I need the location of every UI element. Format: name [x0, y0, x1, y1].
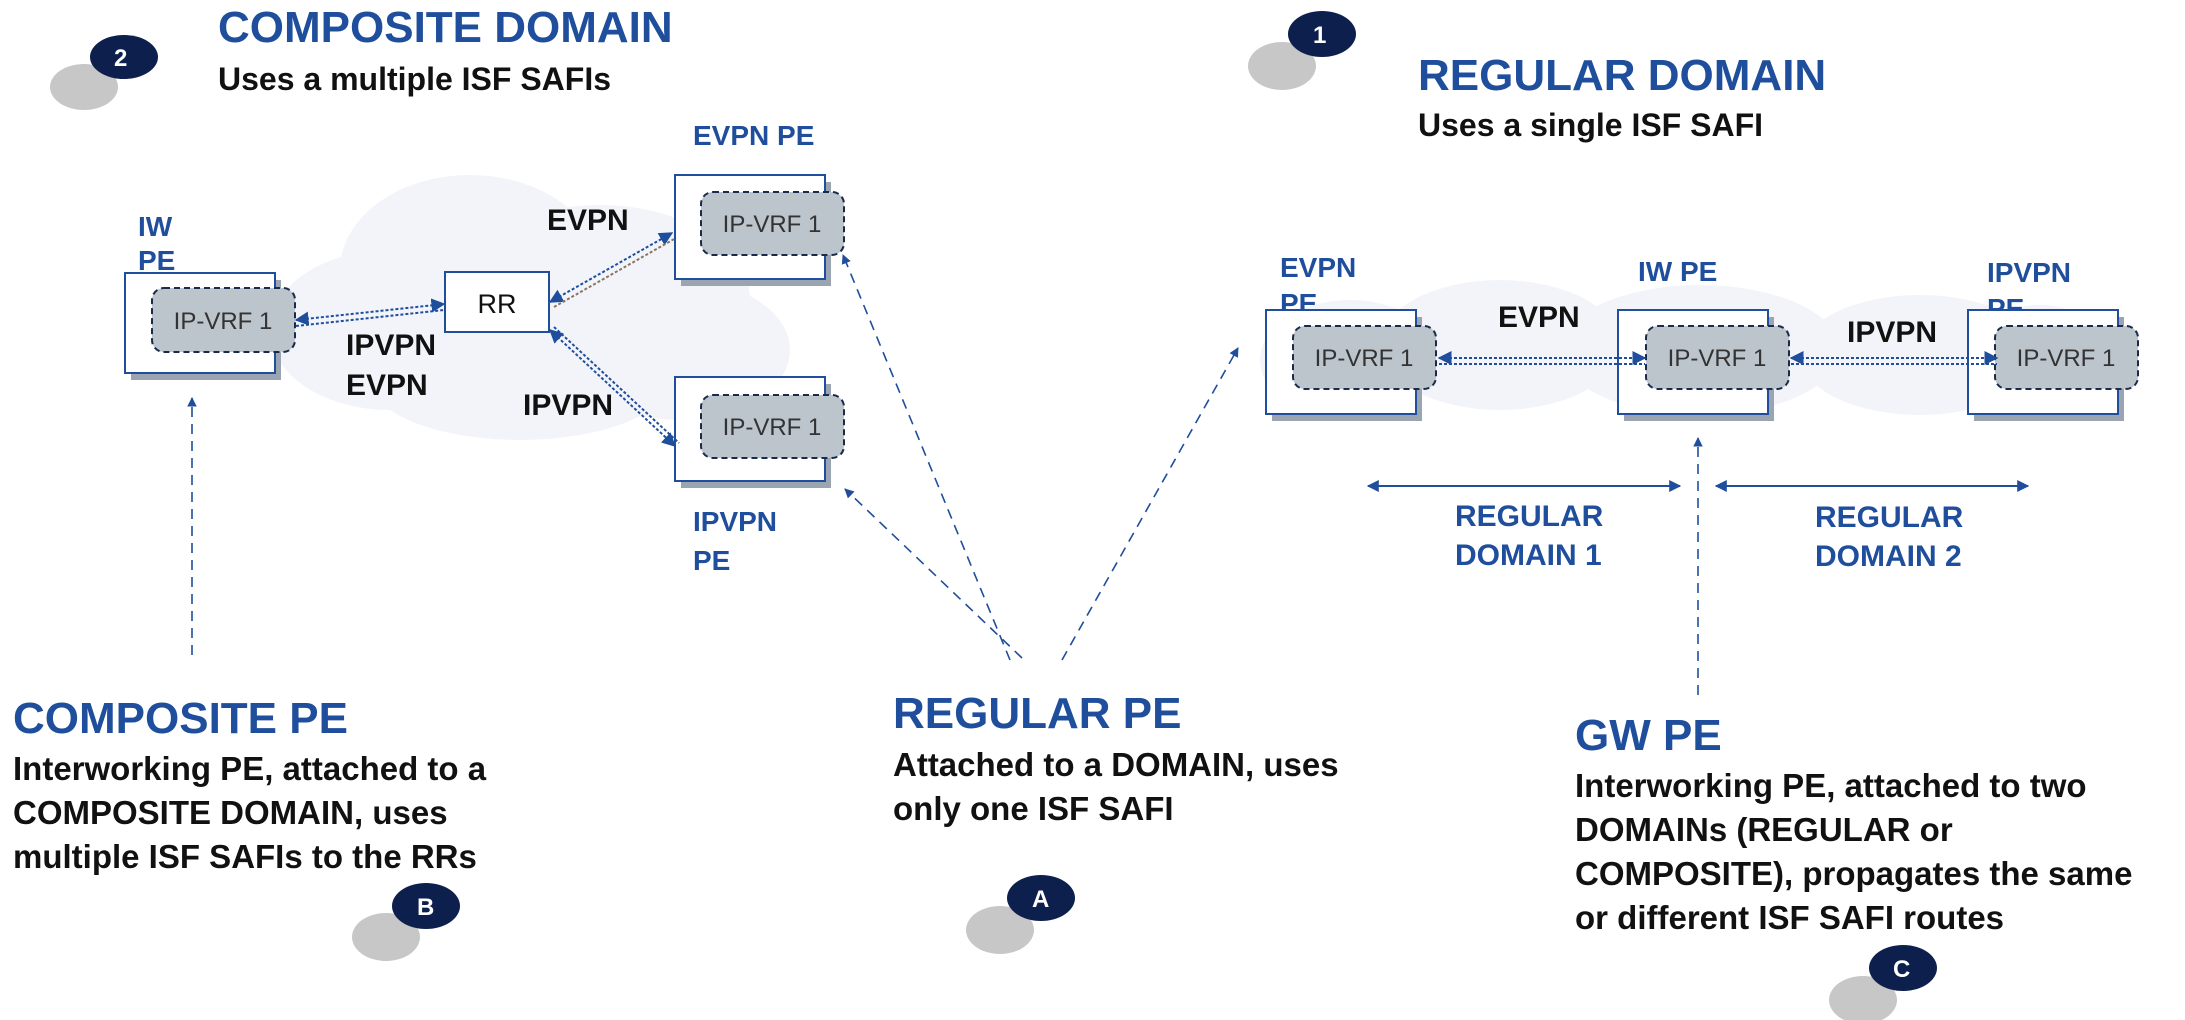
badge-a: A: [966, 875, 1075, 954]
iw-pe-label-line1: IW: [138, 211, 173, 242]
badge-c: C: [1829, 945, 1937, 1020]
link-rr-ipvpn-label: IPVPN: [523, 389, 613, 422]
regular-domain-subtitle: Uses a single ISF SAFI: [1418, 107, 1763, 143]
evpn-pe-label: EVPN PE: [693, 120, 814, 151]
composite-domain-title: COMPOSITE DOMAIN: [218, 3, 673, 52]
regular-domain-1-line1: REGULAR: [1455, 500, 1604, 533]
gw-pe-desc-line1: Interworking PE, attached to two: [1575, 767, 2087, 804]
iw-pe-vrf-label: IP-VRF 1: [174, 308, 273, 335]
regular-links: [1437, 351, 1999, 365]
composite-pe-title: COMPOSITE PE: [13, 694, 348, 743]
regular-domain-title: REGULAR DOMAIN: [1418, 51, 1826, 100]
rr-label: RR: [478, 289, 517, 319]
evpn-pe-node: IP-VRF 1: [674, 174, 845, 286]
iw-pe-node: IP-VRF 1: [124, 272, 296, 380]
composite-links: [294, 232, 680, 447]
reg-ipvpn-pe-node: IP-VRF 1: [1967, 309, 2139, 421]
link-rr-evpn-label: EVPN: [547, 204, 629, 237]
reg-link-right-label: IPVPN: [1847, 316, 1937, 349]
composite-pe-desc-line3: multiple ISF SAFIs to the RRs: [13, 838, 477, 875]
regular-pe-desc-line2: only one ISF SAFI: [893, 790, 1174, 827]
reg-evpn-pe-label-line1: EVPN: [1280, 252, 1356, 283]
badge-1-label: 1: [1313, 22, 1326, 49]
badge-c-label: C: [1893, 956, 1910, 983]
regular-domain-2-line2: DOMAIN 2: [1815, 540, 1962, 573]
badge-2-label: 2: [114, 45, 127, 72]
reg-iw-pe-node: IP-VRF 1: [1617, 309, 1790, 421]
badge-a-label: A: [1032, 886, 1049, 913]
composite-pe-desc-line2: COMPOSITE DOMAIN, uses: [13, 794, 448, 831]
reg-link-left-label: EVPN: [1498, 301, 1580, 334]
iw-pe-label-line2: PE: [138, 245, 175, 276]
reg-iw-pe-vrf-label: IP-VRF 1: [1668, 345, 1767, 372]
badge-b: B: [352, 883, 460, 961]
gw-pe-desc-line3: COMPOSITE), propagates the same: [1575, 855, 2132, 892]
evpn-pe-vrf-label: IP-VRF 1: [723, 211, 822, 238]
ipvpn-pe-label-line2: PE: [693, 545, 730, 576]
link-iw-rr-label-1: IPVPN: [346, 329, 436, 362]
reg-ipvpn-pe-vrf-label: IP-VRF 1: [2017, 345, 2116, 372]
gw-pe-title: GW PE: [1575, 711, 1722, 760]
rr-node: RR: [444, 271, 550, 333]
gw-pe-desc-line2: DOMAINs (REGULAR or: [1575, 811, 1953, 848]
reg-ipvpn-pe-label-line1: IPVPN: [1987, 257, 2071, 288]
regular-pe-title: REGULAR PE: [893, 689, 1181, 738]
regular-domain-1-line2: DOMAIN 1: [1455, 539, 1602, 572]
badge-1: 1: [1248, 11, 1356, 90]
composite-domain-subtitle: Uses a multiple ISF SAFIs: [218, 61, 611, 97]
reg-evpn-pe-node: IP-VRF 1: [1265, 309, 1437, 421]
reg-iw-pe-label: IW PE: [1638, 256, 1717, 287]
pointer-arrows: [187, 254, 1703, 695]
ipvpn-pe-label-line1: IPVPN: [693, 506, 777, 537]
ipvpn-pe-vrf-label: IP-VRF 1: [723, 414, 822, 441]
badge-2: 2: [50, 35, 158, 110]
reg-evpn-pe-vrf-label: IP-VRF 1: [1315, 345, 1414, 372]
regular-domain-2-line1: REGULAR: [1815, 501, 1964, 534]
ipvpn-pe-node: IP-VRF 1: [674, 376, 845, 488]
gw-pe-desc-line4: or different ISF SAFI routes: [1575, 899, 2004, 936]
regular-pe-desc-line1: Attached to a DOMAIN, uses: [893, 746, 1339, 783]
link-iw-rr-label-2: EVPN: [346, 369, 428, 402]
badge-b-label: B: [417, 894, 434, 921]
composite-pe-desc-line1: Interworking PE, attached to a: [13, 750, 487, 787]
